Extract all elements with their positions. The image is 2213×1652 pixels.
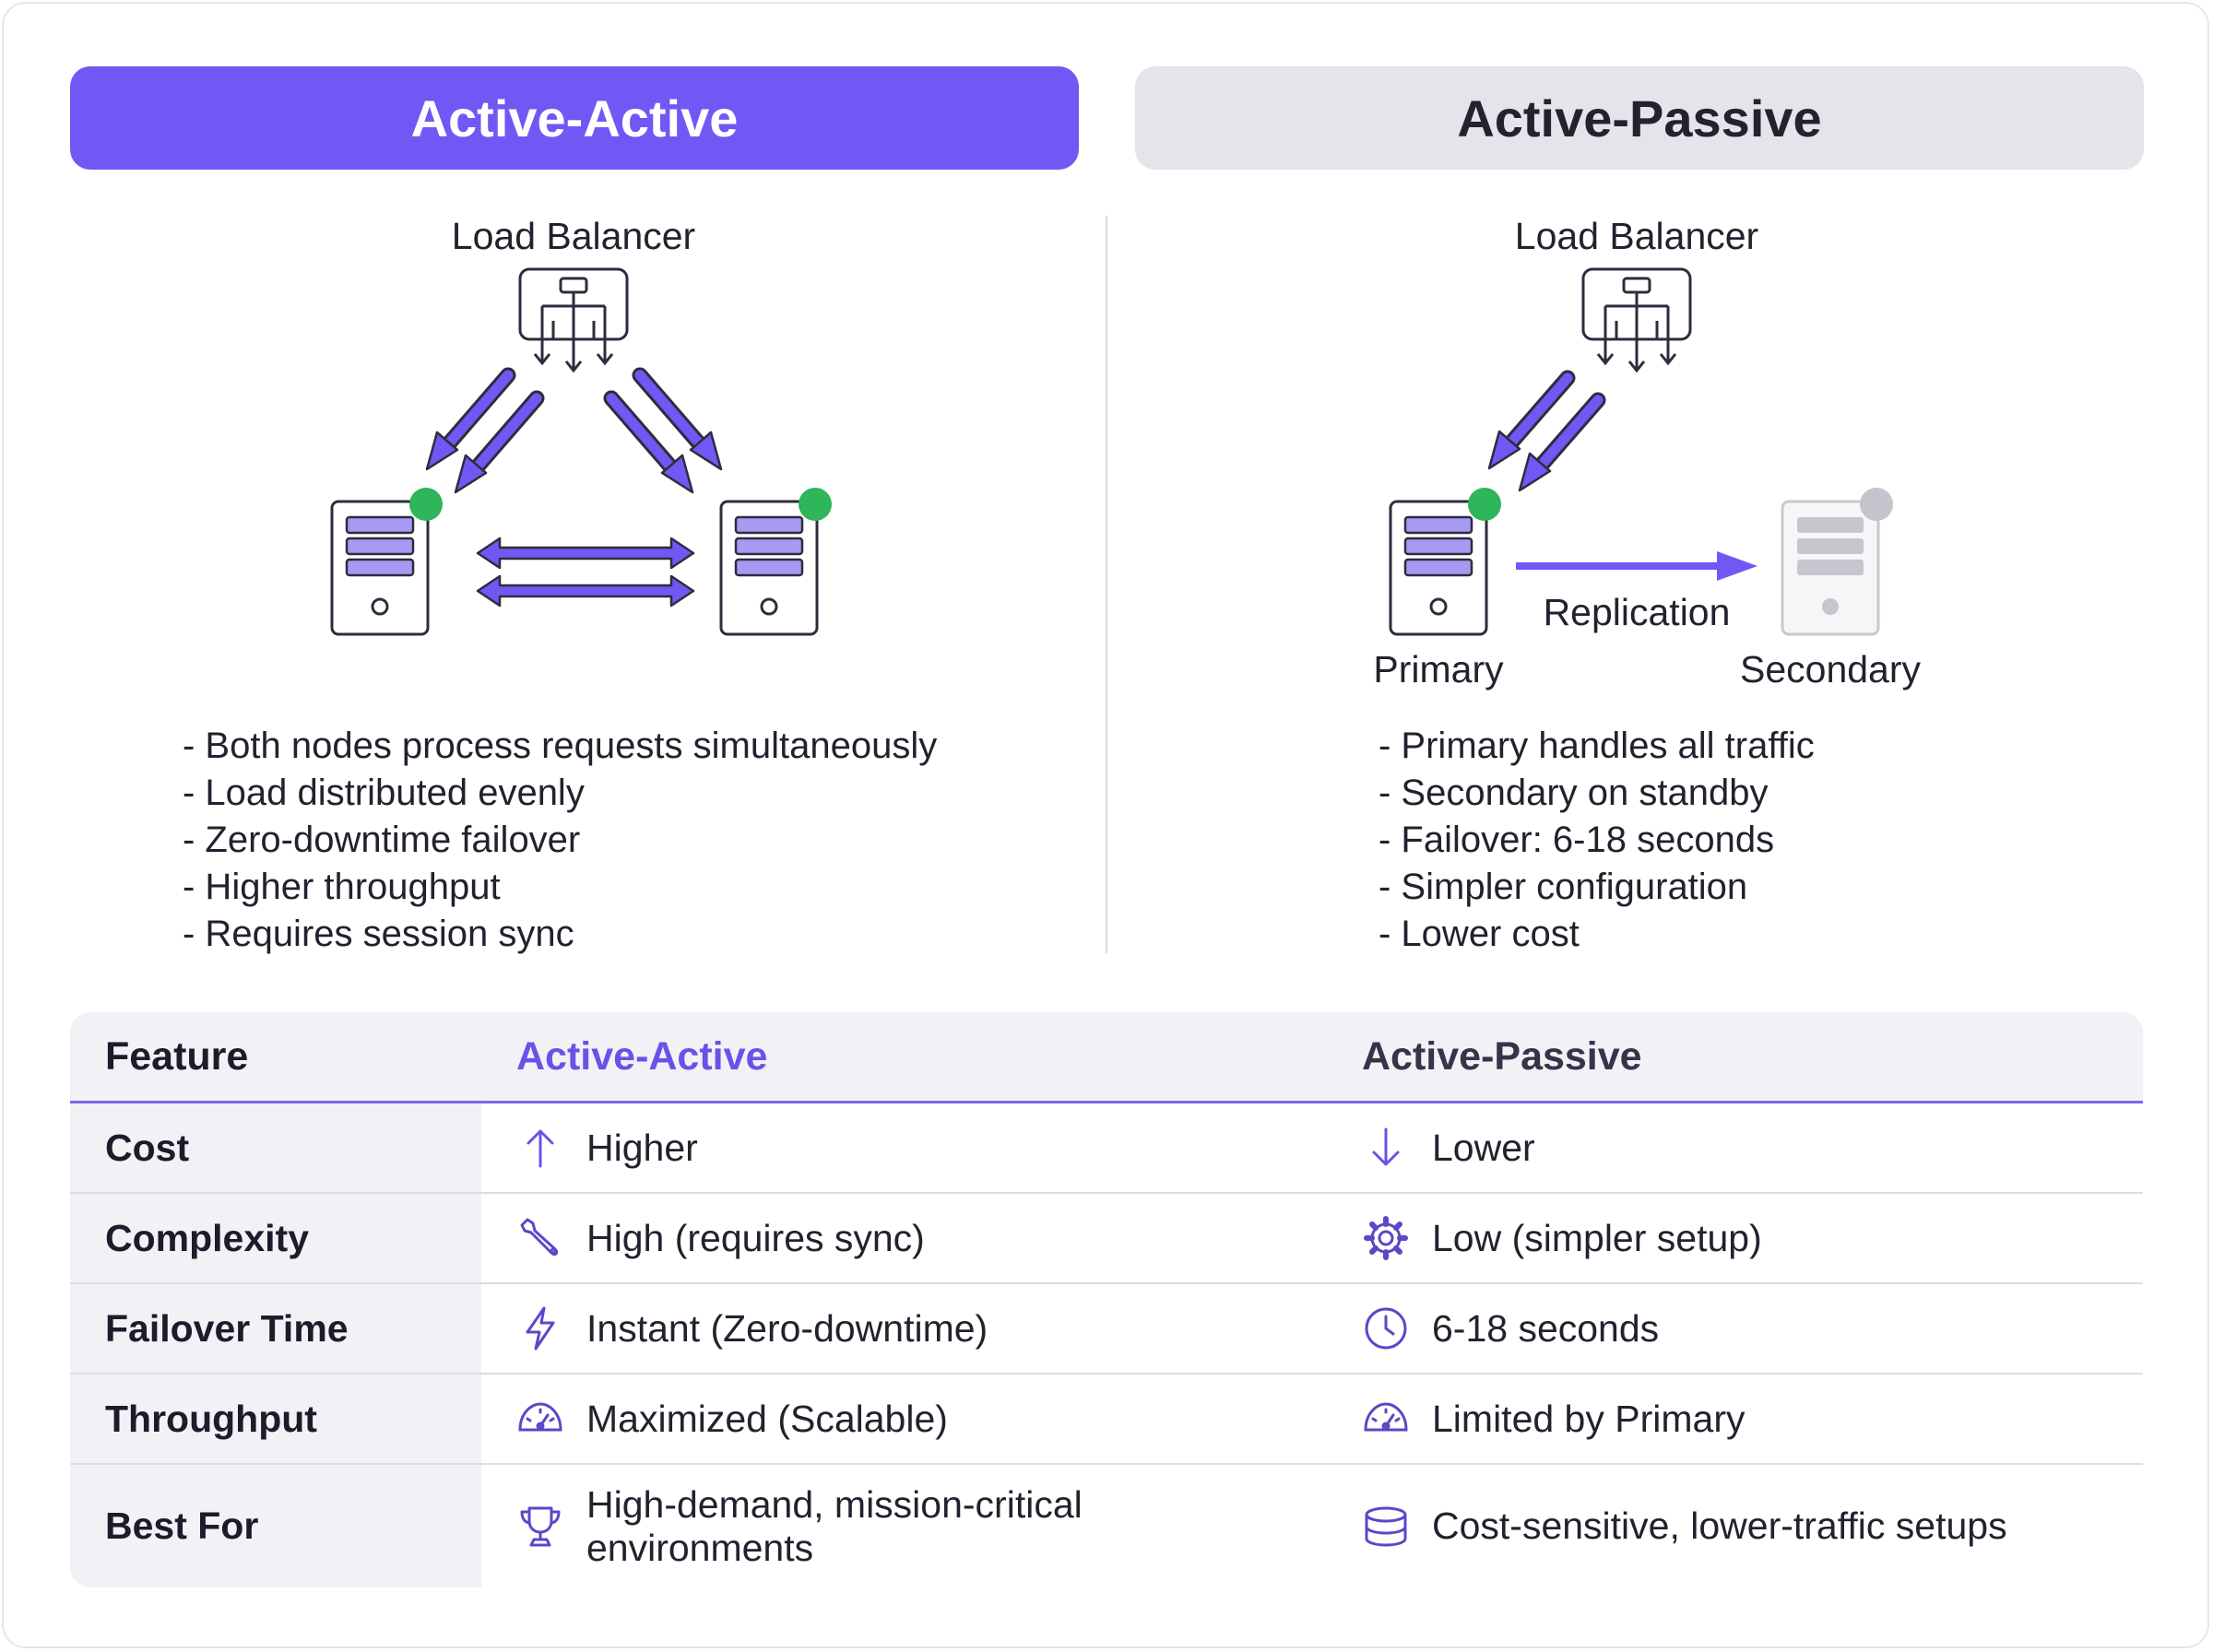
active-active-value: High (requires sync) bbox=[586, 1216, 925, 1259]
active-passive-bullets: - Primary handles all traffic - Secondar… bbox=[1379, 723, 1815, 958]
active-active-cell: Instant (Zero-downtime) bbox=[516, 1284, 988, 1373]
active-status-dot bbox=[1468, 488, 1501, 521]
speedometer-icon bbox=[1362, 1395, 1410, 1443]
secondary-label: Secondary bbox=[1739, 648, 1922, 690]
bullet-item: - Primary handles all traffic bbox=[1379, 726, 1815, 766]
active-passive-header: Active-Passive bbox=[1135, 66, 2144, 170]
active-active-cell: High (requires sync) bbox=[516, 1194, 925, 1282]
active-passive-cell: Low (simpler setup) bbox=[1362, 1194, 1762, 1282]
active-passive-cell: Lower bbox=[1362, 1103, 1535, 1192]
primary-label: Primary bbox=[1373, 648, 1504, 690]
wrench-icon bbox=[516, 1214, 564, 1262]
active-passive-value: Limited by Primary bbox=[1432, 1397, 1746, 1440]
arrow-up-icon bbox=[516, 1124, 564, 1172]
bullet-item: - Lower cost bbox=[1379, 914, 1580, 954]
table-row: Cost Higher Lower bbox=[70, 1103, 2143, 1194]
column-header-active-active: Active-Active bbox=[516, 1033, 768, 1079]
primary-node-left bbox=[330, 500, 430, 636]
gear-icon bbox=[1362, 1214, 1410, 1262]
active-passive-value: Cost-sensitive, lower-traffic setups bbox=[1432, 1504, 2007, 1547]
active-active-value: High-demand, mission-critical environmen… bbox=[586, 1482, 1083, 1569]
distribution-arrows-right bbox=[1497, 370, 1606, 480]
column-header-feature: Feature bbox=[105, 1033, 249, 1079]
active-active-bullets: - Both nodes process requests simultaneo… bbox=[183, 723, 937, 958]
bullet-item: - Both nodes process requests simultaneo… bbox=[183, 726, 938, 766]
section-divider bbox=[1106, 216, 1107, 953]
lightning-icon bbox=[516, 1304, 564, 1352]
arrow-down-icon bbox=[1362, 1124, 1410, 1172]
arrowheads-left bbox=[425, 431, 723, 494]
active-active-value: Instant (Zero-downtime) bbox=[586, 1306, 988, 1350]
sync-arrows bbox=[476, 537, 695, 608]
active-passive-value: 6-18 seconds bbox=[1432, 1306, 1660, 1350]
arrowheads-right bbox=[1487, 430, 1552, 492]
replication-label: Replication bbox=[1543, 591, 1731, 633]
feature-cell: Throughput bbox=[105, 1397, 317, 1440]
table-row: Best For High-demand, mission-critical e… bbox=[70, 1465, 2143, 1587]
active-passive-cell: 6-18 seconds bbox=[1362, 1284, 1659, 1373]
table-header: Feature Active-Active Active-Passive bbox=[70, 1012, 2143, 1103]
feature-column-background bbox=[70, 1103, 481, 1587]
load-balancer-label-right: Load Balancer bbox=[1514, 215, 1759, 257]
load-balancer-label-left: Load Balancer bbox=[451, 215, 696, 257]
database-icon bbox=[1362, 1503, 1410, 1551]
feature-cell: Complexity bbox=[105, 1216, 309, 1259]
table-row: Throughput Maximized (Scalable) Limited … bbox=[70, 1375, 2143, 1465]
active-active-value: Maximized (Scalable) bbox=[586, 1397, 948, 1440]
column-header-active-passive: Active-Passive bbox=[1362, 1033, 1642, 1079]
feature-cell: Best For bbox=[105, 1504, 259, 1547]
active-active-cell: High-demand, mission-critical environmen… bbox=[516, 1465, 1088, 1587]
trophy-icon bbox=[516, 1503, 564, 1551]
bullet-item: - Higher throughput bbox=[183, 867, 501, 907]
load-balancer-icon-left bbox=[518, 267, 629, 372]
comparison-table: Feature Active-Active Active-Passive Cos… bbox=[70, 1012, 2143, 1587]
replication-arrow bbox=[1516, 551, 1757, 581]
feature-cell: Failover Time bbox=[105, 1306, 349, 1350]
active-passive-cell: Cost-sensitive, lower-traffic setups bbox=[1362, 1465, 2007, 1587]
active-active-cell: Maximized (Scalable) bbox=[516, 1375, 948, 1463]
bullet-item: - Failover: 6-18 seconds bbox=[1379, 820, 1775, 860]
active-status-dot bbox=[409, 488, 443, 521]
bullet-item: - Load distributed evenly bbox=[183, 773, 585, 813]
architecture-diagrams bbox=[330, 267, 1893, 636]
table-row: Failover Time Instant (Zero-downtime) 6-… bbox=[70, 1284, 2143, 1375]
active-passive-cell: Limited by Primary bbox=[1362, 1375, 1745, 1463]
primary-node-right bbox=[719, 500, 819, 636]
bullet-item: - Requires session sync bbox=[183, 914, 574, 954]
active-passive-value: Lower bbox=[1432, 1126, 1535, 1169]
secondary-server-icon bbox=[1781, 500, 1880, 636]
active-status-dot bbox=[799, 488, 832, 521]
table-row: Complexity High (requires sync) Low (sim… bbox=[70, 1194, 2143, 1284]
primary-server-icon bbox=[1389, 500, 1488, 636]
active-passive-value: Low (simpler setup) bbox=[1432, 1216, 1762, 1259]
feature-cell: Cost bbox=[105, 1126, 190, 1169]
distribution-arrows-left bbox=[434, 367, 714, 482]
speedometer-icon bbox=[516, 1395, 564, 1443]
bullet-item: - Zero-downtime failover bbox=[183, 820, 581, 860]
clock-icon bbox=[1362, 1304, 1410, 1352]
bullet-item: - Secondary on standby bbox=[1379, 773, 1769, 813]
bullet-item: - Simpler configuration bbox=[1379, 867, 1748, 907]
active-active-cell: Higher bbox=[516, 1103, 698, 1192]
active-active-value: Higher bbox=[586, 1126, 698, 1169]
active-active-header: Active-Active bbox=[70, 66, 1079, 170]
standby-status-dot bbox=[1860, 488, 1893, 521]
load-balancer-icon-right bbox=[1581, 267, 1692, 372]
